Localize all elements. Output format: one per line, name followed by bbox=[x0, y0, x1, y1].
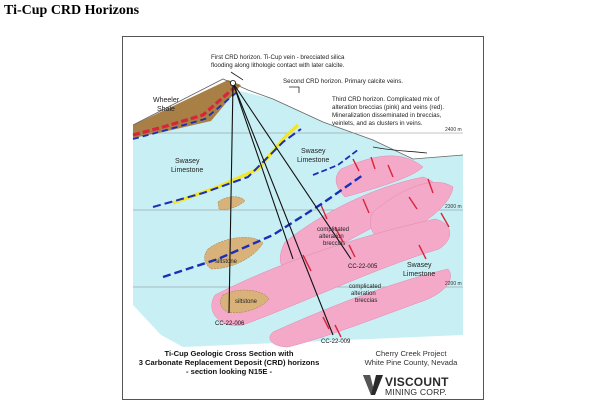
siltstone-body-lower bbox=[220, 289, 270, 313]
vein bbox=[362, 198, 370, 214]
vein bbox=[302, 254, 312, 272]
project-line1: Cherry Creek Project bbox=[375, 349, 447, 358]
drillhole-trace-009 bbox=[232, 82, 334, 336]
crd-horizon-3-blue-dash bbox=[162, 174, 364, 279]
callout-first-crd-line2: flooding along lithologic contact with l… bbox=[211, 62, 345, 69]
cross-section-svg: First CRD horizon. Ti-Cup vein - breccia… bbox=[132, 54, 464, 348]
project-label: Cherry Creek Project White Pine County, … bbox=[341, 349, 481, 367]
elevation-label-2200: 2200 m bbox=[445, 281, 462, 287]
label-swasey-a-line1: Swasey bbox=[175, 158, 200, 165]
drillhole-label-009: CC-22-009 bbox=[321, 339, 351, 345]
callout-third-crd-line3: Mineralization disseminated in breccias, bbox=[332, 112, 442, 119]
vein bbox=[348, 244, 356, 258]
viscount-v-icon bbox=[363, 375, 383, 395]
caption-line2: 3 Carbonate Replacement Deposit (CRD) ho… bbox=[138, 358, 320, 367]
callout-third-crd-line1: Third CRD horizon. Complicated mix of bbox=[332, 96, 440, 103]
label-swasey-a-line2: Limestone bbox=[171, 167, 203, 174]
caption-line3: - section looking N15E - bbox=[185, 367, 273, 376]
figure-caption: Ti-Cup Geologic Cross Section with 3 Car… bbox=[129, 349, 329, 376]
elevation-label-2300: 2300 m bbox=[445, 204, 462, 210]
label-siltstone-upper: siltstone bbox=[215, 259, 238, 265]
label-breccia-b-line1: complicated bbox=[349, 284, 381, 290]
drill-collar bbox=[230, 80, 237, 87]
wheeler-shale bbox=[133, 80, 241, 138]
crd-horizon-2-blue-dash bbox=[152, 128, 302, 208]
callout-bracket-third bbox=[372, 146, 428, 154]
viscount-logo: VISCOUNT MINING CORP. bbox=[363, 373, 483, 399]
drillhole-trace-005b bbox=[232, 82, 294, 260]
vein bbox=[320, 204, 328, 220]
vein bbox=[352, 158, 360, 172]
label-swasey-b-line1: Swasey bbox=[301, 148, 326, 155]
callout-bracket-first bbox=[230, 71, 244, 81]
callout-second-crd: Second CRD horizon. Primary calcite vein… bbox=[283, 78, 403, 85]
label-breccia-a-line1: complicated bbox=[317, 227, 349, 233]
label-breccia-b-line3: breccias bbox=[355, 298, 377, 304]
topographic-surface bbox=[132, 78, 464, 160]
label-swasey-c-line1: Swasey bbox=[407, 262, 432, 269]
vein bbox=[334, 226, 344, 243]
siltstone-body-small bbox=[217, 196, 246, 210]
vein bbox=[387, 164, 394, 178]
label-breccia-b-line2: alteration bbox=[351, 291, 376, 297]
alteration-breccias bbox=[211, 155, 454, 348]
vein bbox=[370, 156, 376, 170]
label-swasey-c-line2: Limestone bbox=[403, 271, 435, 278]
callout-third-crd-line4: veinlets, and as clusters in veins. bbox=[332, 120, 423, 127]
vein bbox=[418, 244, 427, 260]
label-swasey-b-line2: Limestone bbox=[297, 157, 329, 164]
logo-word: VISCOUNT bbox=[385, 375, 449, 389]
crd-horizon-1-blue-underlay bbox=[132, 91, 238, 140]
label-wheeler-line1: Wheeler bbox=[153, 97, 180, 104]
breccia-lower-body bbox=[211, 218, 450, 326]
crd-horizon-1-red bbox=[132, 85, 237, 137]
caption-line1: Ti-Cup Geologic Cross Section with bbox=[164, 349, 294, 358]
breccia-upper-band bbox=[335, 155, 424, 198]
vein bbox=[334, 324, 342, 338]
callout-first-crd-line1: First CRD horizon. Ti-Cup vein - breccia… bbox=[211, 54, 345, 61]
label-siltstone-lower: siltstone bbox=[235, 299, 258, 305]
drillholes bbox=[228, 82, 352, 336]
label-breccia-a-line2: alteration bbox=[319, 234, 344, 240]
drillhole-label-006: CC-22-006 bbox=[215, 321, 245, 327]
red-veins bbox=[302, 156, 450, 338]
logo-sub: MINING CORP. bbox=[385, 387, 447, 397]
callout-bracket-second bbox=[289, 86, 300, 93]
drillhole-trace-005 bbox=[232, 82, 352, 260]
drillhole-label-005: CC-22-005 bbox=[348, 264, 378, 270]
vein bbox=[440, 212, 450, 228]
breccia-right-band bbox=[370, 182, 454, 243]
cross-section-figure: First CRD horizon. Ti-Cup vein - breccia… bbox=[122, 36, 484, 400]
callout-third-crd-line2: alteration breccias (pink) and veins (re… bbox=[332, 104, 444, 111]
label-breccia-a-line3: breccias bbox=[323, 241, 345, 247]
vein bbox=[427, 178, 434, 194]
label-wheeler-line2: Shale bbox=[157, 106, 175, 113]
vein bbox=[322, 316, 330, 330]
elevation-label-2400: 2400 m bbox=[445, 127, 462, 133]
breccia-bottom-band bbox=[269, 268, 451, 348]
page-title: Ti-Cup CRD Horizons bbox=[4, 3, 140, 18]
limestone-body bbox=[133, 87, 463, 347]
project-line2: White Pine County, Nevada bbox=[364, 358, 458, 367]
drillhole-trace-006 bbox=[228, 82, 234, 314]
vein bbox=[408, 196, 418, 210]
